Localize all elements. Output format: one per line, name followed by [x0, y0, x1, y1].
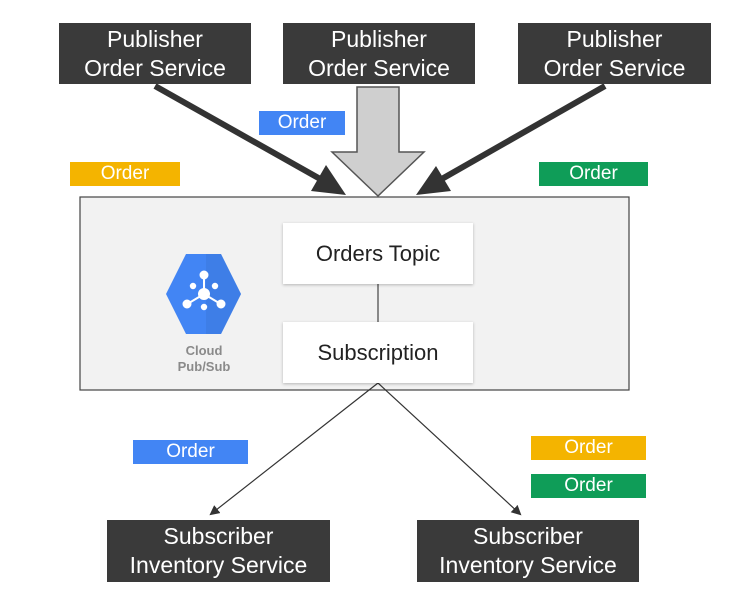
publisher-left-line2: Order Service — [84, 54, 226, 81]
subscriber-left-line1: Subscriber — [163, 523, 274, 549]
subscriber-right-line1: Subscriber — [473, 523, 583, 549]
subscription-box: Subscription — [283, 322, 473, 383]
order-message-blue-bottom: Order — [133, 440, 248, 464]
publisher-center-arrow — [330, 86, 426, 198]
order-message-green-top: Order — [539, 162, 648, 186]
order-message-green-bottom: Order — [531, 474, 646, 498]
publisher-order-service-left: Publisher Order Service — [59, 23, 251, 84]
publisher-center-line2: Order Service — [308, 54, 450, 81]
order-message-yellow-top: Order — [70, 162, 180, 186]
publisher-left-line1: Publisher — [107, 25, 203, 52]
subscriber-left-line2: Inventory Service — [129, 552, 308, 578]
publisher-right-line2: Order Service — [543, 54, 686, 81]
subscriber-left-arrow — [209, 382, 379, 516]
cloud-pubsub-label: Cloud Pub/Sub — [177, 343, 231, 374]
publisher-order-service-center: Publisher Order Service — [283, 23, 475, 84]
publisher-right-line1: Publisher — [566, 25, 663, 52]
orders-topic-label: Orders Topic — [315, 240, 441, 266]
publisher-left-arrow — [153, 83, 346, 195]
orders-topic-box: Orders Topic — [283, 223, 473, 284]
order-message-blue-top: Order — [259, 111, 345, 135]
publisher-center-line1: Publisher — [331, 25, 427, 52]
subscription-label: Subscription — [317, 339, 439, 365]
subscriber-inventory-service-right: Subscriber Inventory Service — [417, 520, 639, 582]
subscriber-right-arrow — [377, 382, 522, 516]
cloud-pubsub-icon — [166, 254, 241, 334]
publisher-order-service-right: Publisher Order Service — [518, 23, 711, 84]
publisher-right-arrow — [416, 83, 607, 195]
subscriber-right-line2: Inventory Service — [439, 552, 617, 578]
subscriber-inventory-service-left: Subscriber Inventory Service — [107, 520, 330, 582]
order-message-yellow-bottom: Order — [531, 436, 646, 460]
